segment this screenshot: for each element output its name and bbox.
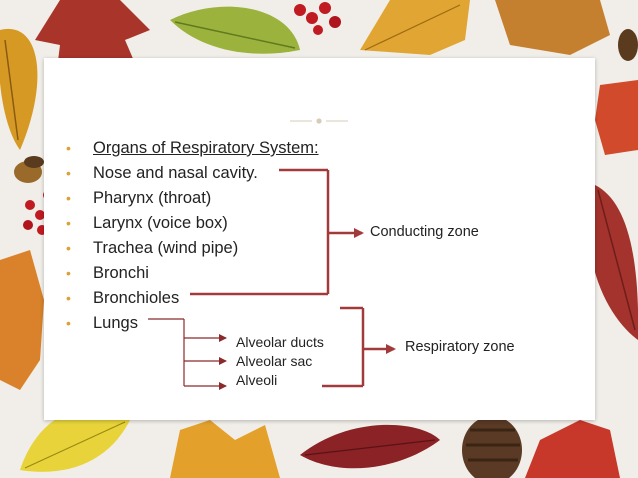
bullet-icon: • <box>66 315 71 331</box>
ornament-divider <box>290 118 348 124</box>
red-leaf-right <box>589 185 638 340</box>
dark-red-leaf-bottom <box>300 424 440 469</box>
list-item-title: • Organs of Respiratory System: <box>66 136 319 161</box>
list-item-text: Trachea (wind pipe) <box>93 239 239 257</box>
slide-card <box>44 58 595 420</box>
respiratory-zone-label: Respiratory zone <box>405 339 515 355</box>
bullet-icon: • <box>66 140 71 156</box>
yellow-leaf-bottom-left <box>20 408 130 472</box>
acorn-top-right <box>618 29 638 61</box>
bullet-icon: • <box>66 165 71 181</box>
bullet-icon: • <box>66 290 71 306</box>
list-item-text: Lungs <box>93 314 138 332</box>
pine-cone-bottom <box>462 416 522 478</box>
list-item: • Bronchioles <box>66 286 319 311</box>
bullet-icon: • <box>66 240 71 256</box>
maple-leaf-bottom <box>170 420 280 478</box>
lung-part-alveoli: Alveoli <box>236 372 278 388</box>
acorn-left <box>14 156 44 183</box>
bullet-icon: • <box>66 215 71 231</box>
list-item-text: Bronchioles <box>93 289 180 307</box>
list-item: • Lungs <box>66 311 319 336</box>
list-item: • Bronchi <box>66 261 319 286</box>
berries-top <box>294 2 341 35</box>
section-title: Organs of Respiratory System: <box>93 139 319 157</box>
list-item: • Trachea (wind pipe) <box>66 236 319 261</box>
list-item-text: Pharynx (throat) <box>93 189 212 207</box>
bullet-icon: • <box>66 265 71 281</box>
lung-part-alveolar-sac: Alveolar sac <box>236 353 313 369</box>
orange-leaf-left <box>0 250 44 390</box>
conducting-zone-label: Conducting zone <box>370 224 479 240</box>
lung-part-alveolar-ducts: Alveolar ducts <box>236 334 324 350</box>
list-item-text: Larynx (voice box) <box>93 214 228 232</box>
green-leaf-top <box>170 6 300 54</box>
list-item-text: Bronchi <box>93 264 149 282</box>
red-yellow-leaf-right <box>595 80 638 155</box>
list-item: • Nose and nasal cavity. <box>66 161 319 186</box>
list-item: • Larynx (voice box) <box>66 211 319 236</box>
yellow-leaf-left <box>0 28 38 150</box>
bullet-list: • Organs of Respiratory System: • Nose a… <box>66 136 319 336</box>
brown-leaf-top-right <box>495 0 610 55</box>
list-item: • Pharynx (throat) <box>66 186 319 211</box>
orange-leaf-top <box>360 0 470 55</box>
red-leaf-bottom-right <box>525 420 620 478</box>
list-item-text: Nose and nasal cavity. <box>93 164 258 182</box>
bullet-icon: • <box>66 190 71 206</box>
